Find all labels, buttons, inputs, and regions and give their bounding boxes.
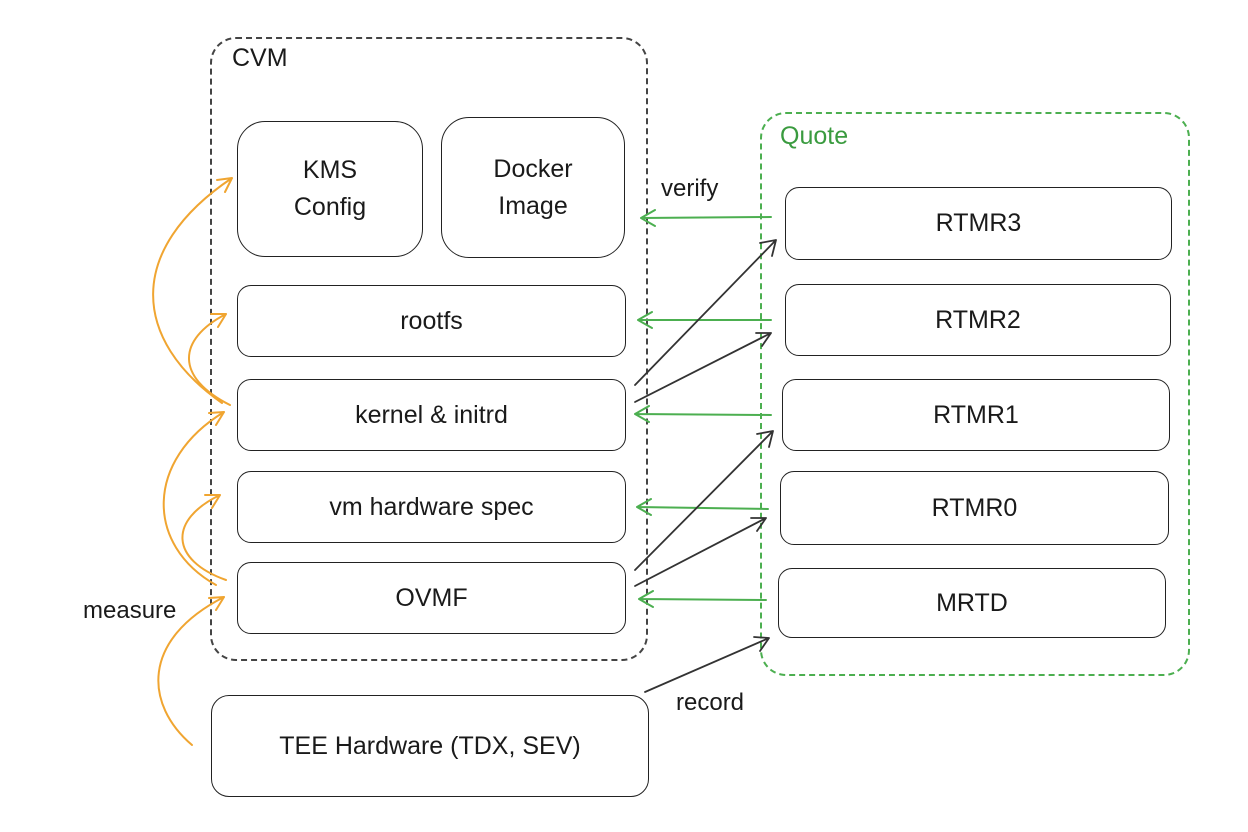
record-label: record [676, 689, 745, 716]
record-arrow-ovmf-rtmr0 [634, 517, 767, 587]
measure-arrow-ovmf-kernel [162, 411, 225, 586]
verify-arrow-mrtd [638, 590, 767, 608]
rootfs-label: rootfs [400, 306, 463, 335]
quote-title: Quote [780, 122, 849, 150]
rtmr1-box: RTMR1 [782, 379, 1170, 451]
kernel-initrd-box: kernel & initrd [237, 379, 626, 451]
docker-image-label: Docker Image [493, 154, 573, 220]
tee-hardware-box: TEE Hardware (TDX, SEV) [211, 695, 649, 797]
rtmr3-label: RTMR3 [935, 209, 1022, 237]
record-arrow-kernel-rtmr2 [634, 332, 772, 403]
mrtd-label: MRTD [936, 588, 1008, 617]
record-arrow-tee-mrtd [644, 636, 770, 693]
cvm-title: CVM [232, 44, 288, 72]
verify-arrow-rtmr1 [634, 405, 772, 423]
vm-hardware-spec-label: vm hardware spec [329, 492, 534, 521]
docker-image-box: Docker Image [441, 117, 625, 258]
measure-label: measure [83, 597, 177, 624]
measure-arrow-ovmf-vmspec [181, 494, 227, 581]
record-arrow-ovmf-rtmr1 [634, 430, 774, 571]
verify-arrow-rtmr3 [640, 209, 772, 227]
mrtd-box: MRTD [778, 568, 1166, 638]
rtmr3-box: RTMR3 [785, 187, 1172, 260]
ovmf-label: OVMF [395, 583, 468, 612]
measure-arrow-kernel-kms [152, 177, 233, 404]
rtmr1-label: RTMR1 [933, 400, 1019, 429]
measure-arrow-tee-ovmf [157, 596, 225, 746]
vm-hardware-spec-box: vm hardware spec [237, 471, 626, 543]
rtmr0-label: RTMR0 [931, 493, 1018, 522]
quote-frame [760, 112, 1190, 676]
record-arrows [634, 239, 777, 693]
rootfs-box: rootfs [237, 285, 626, 357]
ovmf-box: OVMF [237, 562, 626, 634]
verify-arrows [634, 209, 772, 608]
verify-arrow-rtmr2 [637, 311, 772, 329]
record-arrow-kernel-rtmr3 [634, 239, 777, 386]
rtmr2-label: RTMR2 [935, 305, 1021, 334]
kms-config-box: KMS Config [237, 121, 423, 257]
kernel-initrd-label: kernel & initrd [355, 400, 508, 429]
verify-label: verify [661, 175, 719, 202]
rtmr0-box: RTMR0 [780, 471, 1169, 545]
rtmr2-box: RTMR2 [785, 284, 1171, 356]
measure-arrows [152, 177, 233, 746]
tee-hardware-label: TEE Hardware (TDX, SEV) [279, 731, 581, 760]
kms-config-label: KMS Config [293, 156, 367, 221]
measure-arrow-kernel-rootfs [188, 313, 231, 406]
verify-arrow-rtmr0 [636, 498, 769, 516]
cvm-frame [210, 37, 648, 661]
